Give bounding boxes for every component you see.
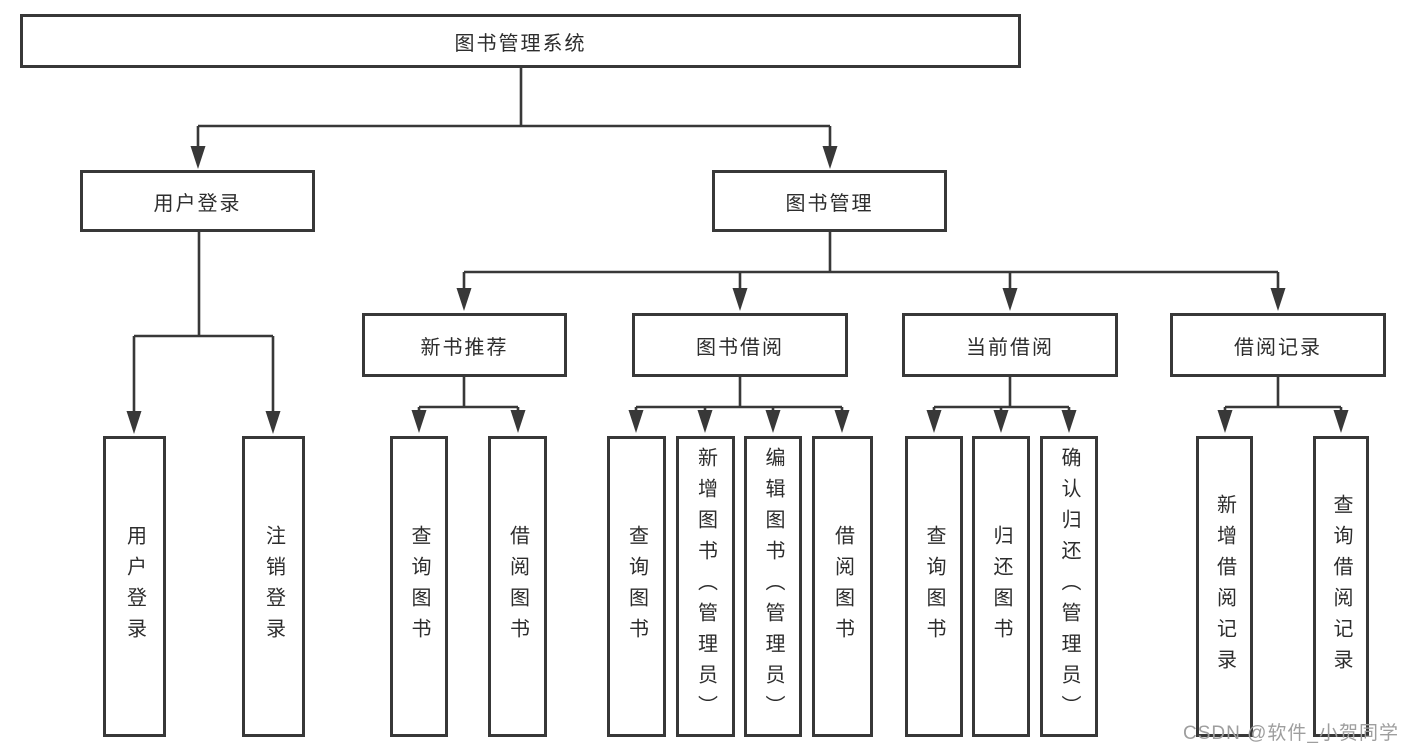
leaf-add-books-admin-label: 新增图书（管理员） bbox=[694, 447, 717, 726]
leaf-recommend-borrow-books-label: 借阅图书 bbox=[506, 524, 529, 649]
leaf-edit-books-admin: 编辑图书（管理员） bbox=[744, 436, 802, 737]
leaf-current-query-books: 查询图书 bbox=[905, 436, 963, 737]
leaf-borrowing-borrow-books-label: 借阅图书 bbox=[831, 524, 854, 649]
leaf-recommend-query-books-label: 查询图书 bbox=[408, 524, 430, 649]
leaf-borrowing-query-books-label: 查询图书 bbox=[625, 524, 648, 649]
leaf-logout: 注销登录 bbox=[242, 436, 305, 737]
node-new-book-recommendation: 新书推荐 bbox=[362, 313, 567, 377]
leaf-add-books-admin: 新增图书（管理员） bbox=[676, 436, 735, 737]
node-book-borrowing-label: 图书借阅 bbox=[696, 336, 784, 359]
node-library-management-system: 图书管理系统 bbox=[20, 14, 1021, 68]
leaf-return-books-label: 归还图书 bbox=[990, 524, 1012, 649]
node-borrowing-records: 借阅记录 bbox=[1170, 313, 1386, 377]
leaf-add-borrow-record: 新增借阅记录 bbox=[1196, 436, 1253, 737]
node-book-borrowing: 图书借阅 bbox=[632, 313, 848, 377]
leaf-return-books: 归还图书 bbox=[972, 436, 1030, 737]
leaf-borrowing-query-books: 查询图书 bbox=[607, 436, 666, 737]
node-user-login: 用户登录 bbox=[80, 170, 315, 232]
leaf-query-borrow-record: 查询借阅记录 bbox=[1313, 436, 1369, 737]
leaf-user-login: 用户登录 bbox=[103, 436, 166, 737]
leaf-confirm-return-admin: 确认归还（管理员） bbox=[1040, 436, 1098, 737]
node-current-borrowing: 当前借阅 bbox=[902, 313, 1118, 377]
leaf-edit-books-admin-label: 编辑图书（管理员） bbox=[762, 447, 784, 726]
leaf-recommend-borrow-books: 借阅图书 bbox=[488, 436, 547, 737]
node-book-management-label: 图书管理 bbox=[785, 192, 874, 215]
leaf-query-borrow-record-label: 查询借阅记录 bbox=[1330, 493, 1352, 680]
node-library-management-system-label: 图书管理系统 bbox=[454, 32, 587, 55]
arrowheads bbox=[126, 146, 1349, 434]
leaf-confirm-return-admin-label: 确认归还（管理员） bbox=[1058, 447, 1080, 726]
node-user-login-label: 用户登录 bbox=[153, 192, 242, 215]
watermark-csdn: CSDN @软件_小贺同学 bbox=[1183, 723, 1399, 744]
leaf-borrowing-borrow-books: 借阅图书 bbox=[812, 436, 873, 737]
leaf-user-login-label: 用户登录 bbox=[123, 524, 146, 649]
leaf-logout-label: 注销登录 bbox=[262, 524, 285, 649]
leaf-recommend-query-books: 查询图书 bbox=[390, 436, 448, 737]
node-book-management: 图书管理 bbox=[712, 170, 947, 232]
node-current-borrowing-label: 当前借阅 bbox=[966, 336, 1054, 359]
node-new-book-recommendation-label: 新书推荐 bbox=[420, 336, 509, 359]
node-borrowing-records-label: 借阅记录 bbox=[1234, 336, 1322, 359]
leaf-add-borrow-record-label: 新增借阅记录 bbox=[1213, 493, 1236, 680]
leaf-current-query-books-label: 查询图书 bbox=[923, 524, 945, 649]
